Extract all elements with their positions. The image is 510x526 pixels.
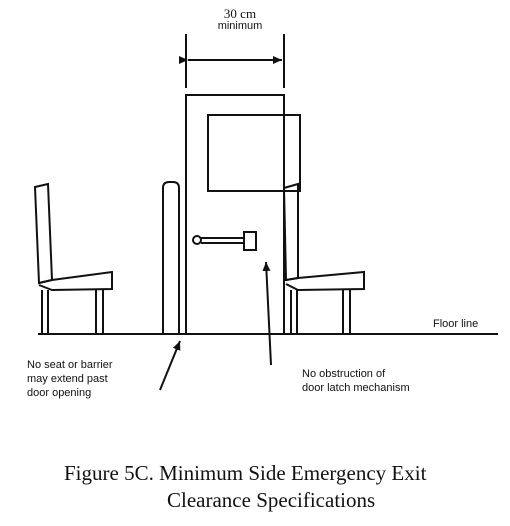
dimension-label-line2: minimum (217, 20, 263, 32)
dimension-marker (179, 34, 285, 88)
door-latch (192, 231, 257, 251)
latch-knob (192, 235, 202, 245)
left-note-line1: No seat or barrier (27, 359, 113, 371)
right-seat-cushion (285, 270, 365, 292)
right-note: No obstruction of door latch mechanism (302, 367, 410, 395)
latch-plate (243, 231, 257, 251)
door-window (207, 114, 301, 192)
figure-caption-line1: Figure 5C. Minimum Side Emergency Exit (64, 461, 427, 485)
exit-door (185, 94, 301, 335)
dimension-label: 30 cm minimum (200, 7, 280, 33)
right-note-line2: door latch mechanism (302, 382, 410, 394)
right-seat-back (282, 182, 299, 282)
right-note-line1: No obstruction of (302, 368, 386, 380)
left-note-line2: may extend past (27, 373, 108, 385)
left-seat (33, 182, 113, 334)
left-seat-cushion (38, 270, 113, 292)
door-frame (185, 94, 285, 335)
dimension-label-line1: 30 cm (223, 6, 257, 21)
barrier-panel (162, 181, 180, 334)
left-note: No seat or barrier may extend past door … (27, 358, 113, 400)
floor-line-label: Floor line (433, 318, 479, 330)
right-note-arrow (262, 261, 272, 366)
left-note-line3: door opening (27, 387, 92, 399)
left-seat-back (33, 182, 54, 285)
figure-caption-line2: Clearance Specifications (167, 488, 376, 512)
right-seat (282, 182, 365, 334)
left-note-arrow (159, 340, 181, 391)
